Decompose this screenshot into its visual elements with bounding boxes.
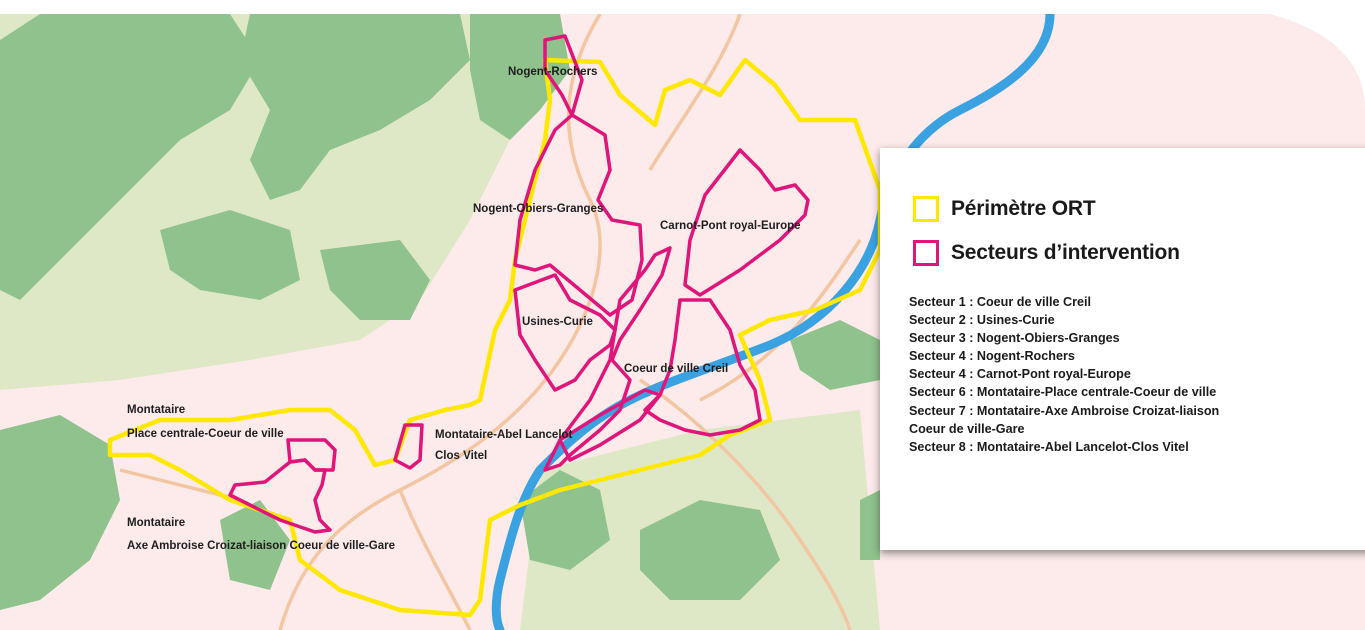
sector-list-item: Coeur de ville-Gare [909, 421, 1025, 436]
forest-area [320, 240, 430, 320]
sector-list-item: Secteur 7 : Montataire-Axe Ambroise Croi… [909, 403, 1220, 418]
sector-montataire-axe-ambroise [228, 458, 332, 534]
road [639, 378, 852, 630]
legend-sectors-row: Secteurs d’intervention [913, 240, 1180, 266]
label-montataire-abel-1: Montataire-Abel Lancelot [435, 429, 573, 441]
sector-list-item: Secteur 8 : Montataire-Abel Lancelot-Clo… [909, 439, 1189, 454]
sector-coeur-de-ville-creil-east [643, 298, 762, 437]
forest-area [640, 500, 780, 600]
road [648, 14, 742, 171]
forest-area [0, 14, 260, 300]
label-montataire-axe-1: Montataire [127, 517, 185, 529]
sector-list-item: Secteur 6 : Montataire-Place centrale-Co… [909, 385, 1217, 400]
ort-swatch [913, 196, 939, 222]
label-montataire-axe-2: Axe Ambroise Croizat-liaison Coeur de vi… [127, 540, 395, 552]
label-nogent-obiers-granges: Nogent-Obiers-Granges [473, 203, 603, 215]
label-montataire-place-2: Place centrale-Coeur de ville [127, 428, 284, 440]
sector-carnot-pont-royal-europe [683, 148, 810, 297]
label-coeur-de-ville-creil: Coeur de ville Creil [624, 363, 728, 375]
label-montataire-abel-2: Clos Vitel [435, 450, 487, 462]
legend-sectors-label: Secteurs d’intervention [951, 241, 1180, 264]
sector-list-item: Secteur 1 : Coeur de ville Creil [909, 295, 1091, 309]
legend-ort-label: Périmètre ORT [951, 197, 1096, 220]
map-labels: Nogent-Rochers Nogent-Obiers-Granges Car… [127, 66, 801, 552]
forest-area [0, 415, 120, 610]
legend-panel: Périmètre ORT Secteurs d’intervention Se… [880, 148, 1365, 550]
sector-usines-curie [513, 273, 617, 392]
sector-coeur-de-ville-creil [543, 246, 672, 472]
road [558, 14, 602, 361]
ort-perimeter [107, 57, 883, 618]
sector-list-item: Secteur 4 : Carnot-Pont royal-Europe [909, 367, 1131, 382]
sector-nogent-obiers-granges [513, 113, 644, 317]
label-usines-curie: Usines-Curie [522, 316, 593, 328]
sector-list-item: Secteur 4 : Nogent-Rochers [909, 349, 1075, 364]
sector-montataire-abel-lancelot [393, 423, 424, 470]
legend-ort-row: Périmètre ORT [913, 196, 1096, 222]
intervention-sectors [228, 34, 810, 534]
forest-area [220, 500, 290, 590]
forest-area [240, 14, 470, 200]
forest-area [860, 490, 880, 560]
sectors-swatch [913, 240, 939, 266]
label-montataire-place-1: Montataire [127, 404, 185, 416]
sector-list-item: Secteur 3 : Nogent-Obiers-Granges [909, 331, 1120, 346]
forest-area [790, 320, 880, 390]
forest-area [160, 210, 300, 300]
label-nogent-rochers: Nogent-Rochers [508, 66, 597, 78]
label-carnot-pont-royal-europe: Carnot-Pont royal-Europe [660, 220, 801, 232]
sector-bridge [558, 388, 662, 462]
river-oise [491, 14, 1055, 630]
sector-list-item: Secteur 2 : Usines-Curie [909, 313, 1055, 328]
